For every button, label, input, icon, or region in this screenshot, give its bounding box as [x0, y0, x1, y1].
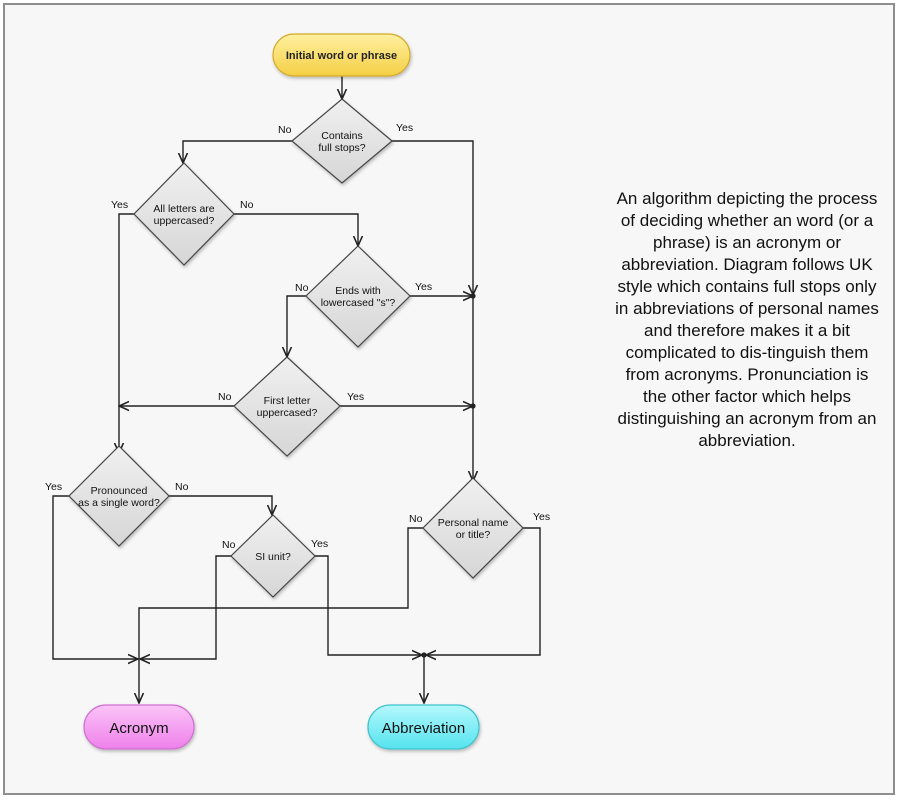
branch-label-yes: Yes [311, 538, 328, 550]
junction-dot [470, 293, 476, 299]
flowchart-edges [52, 76, 541, 703]
branch-label-no: No [409, 513, 423, 525]
edge-full-stops-no [183, 140, 292, 163]
outcome-abbreviation-label: Abbreviation [382, 720, 465, 737]
decision-label: Ends with [335, 285, 381, 297]
decision-all-uppercased: All letters are uppercased? [133, 162, 235, 266]
decision-label: or title? [456, 529, 491, 541]
outcome-acronym-label: Acronym [109, 720, 168, 737]
decision-label: All letters are [153, 203, 214, 215]
decision-label: lowercased "s"? [321, 297, 396, 309]
decision-label: full stops? [318, 142, 365, 154]
diagram-frame [3, 3, 895, 795]
edge-pronounced-yes [52, 495, 138, 659]
branch-label-yes: Yes [111, 199, 128, 211]
branch-label-yes: Yes [533, 511, 550, 523]
edge-all-upper-no [234, 213, 358, 246]
decision-label: SI unit? [255, 551, 291, 563]
decision-label: Contains [321, 130, 362, 142]
decision-label: uppercased? [257, 407, 318, 419]
edge-all-upper-yes [119, 213, 134, 453]
decision-label: Pronounced [91, 485, 148, 497]
decision-personal-name: Personal name or title? [422, 477, 524, 579]
decision-first-letter-uppercased: First letter uppercased? [233, 356, 341, 457]
branch-label-no: No [278, 124, 292, 136]
outcome-acronym: Acronym [83, 704, 195, 750]
branch-label-yes: Yes [415, 281, 432, 293]
decision-label: First letter [264, 395, 311, 407]
decision-pronounced: Pronounced as a single word? [68, 445, 170, 547]
branch-label-no: No [240, 199, 254, 211]
branch-label-no: No [222, 539, 236, 551]
outcome-abbreviation: Abbreviation [367, 704, 480, 750]
edge-pronounced-no [168, 495, 272, 515]
edge-full-stops-yes [392, 140, 473, 295]
edge-ends-s-no [287, 295, 306, 357]
branch-label-yes: Yes [45, 481, 62, 493]
decision-label: Personal name [438, 517, 509, 529]
branch-label-no: No [218, 391, 232, 403]
start-node: Initial word or phrase [272, 33, 411, 77]
branch-label-yes: Yes [396, 122, 413, 134]
edge-si-unit-yes [315, 555, 422, 655]
diagram-description: An algorithm depicting the process of de… [615, 189, 879, 450]
branch-label-yes: Yes [347, 391, 364, 403]
decision-full-stops: Contains full stops? [291, 98, 393, 184]
junction-dot [470, 403, 476, 409]
branch-labels: No Yes Yes No No Yes No Yes Yes No No Ye… [45, 122, 550, 551]
start-label: Initial word or phrase [286, 50, 397, 62]
decision-si-unit: SI unit? [230, 514, 316, 598]
edge-personal-name-no [139, 527, 423, 703]
decision-ends-with-s: Ends with lowercased "s"? [305, 245, 411, 348]
edge-personal-name-yes [426, 527, 541, 655]
junction-dot [421, 652, 427, 658]
decision-label: uppercased? [154, 215, 215, 227]
branch-label-no: No [175, 481, 189, 493]
branch-label-no: No [295, 282, 309, 294]
decision-label: as a single word? [78, 497, 160, 509]
